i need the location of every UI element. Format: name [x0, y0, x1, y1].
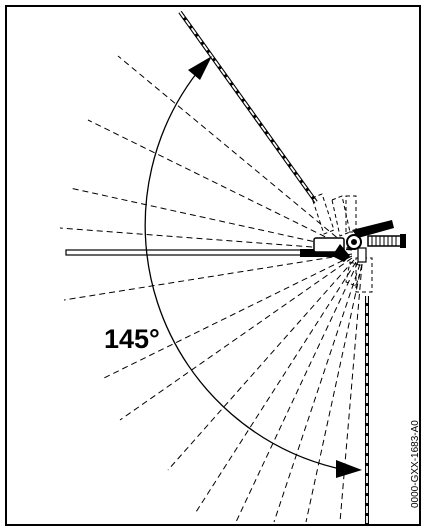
figure-code-label: 0000-GXX-1683-A0	[410, 420, 421, 508]
position-line	[273, 263, 361, 523]
position-line	[103, 255, 353, 379]
hinge-clamp	[313, 220, 406, 263]
position-line	[167, 259, 355, 471]
position-line	[195, 261, 357, 513]
position-line	[63, 253, 353, 301]
swing-arc	[144, 56, 362, 478]
position-line	[59, 227, 353, 251]
position-line	[119, 257, 353, 421]
position-line	[117, 55, 353, 251]
position-line	[305, 263, 363, 523]
position-line	[69, 187, 353, 251]
figure-border	[5, 5, 421, 526]
horizontal-rod	[65, 249, 334, 257]
intermediate-position-lines	[59, 55, 363, 523]
angle-label: 145°	[104, 324, 160, 354]
position-line	[235, 261, 359, 523]
position-line	[87, 119, 353, 251]
position-line	[339, 263, 363, 523]
arc-arrowhead-bottom	[336, 460, 362, 478]
start-position-line	[178, 10, 318, 204]
arc-arrowhead-top	[188, 56, 212, 80]
